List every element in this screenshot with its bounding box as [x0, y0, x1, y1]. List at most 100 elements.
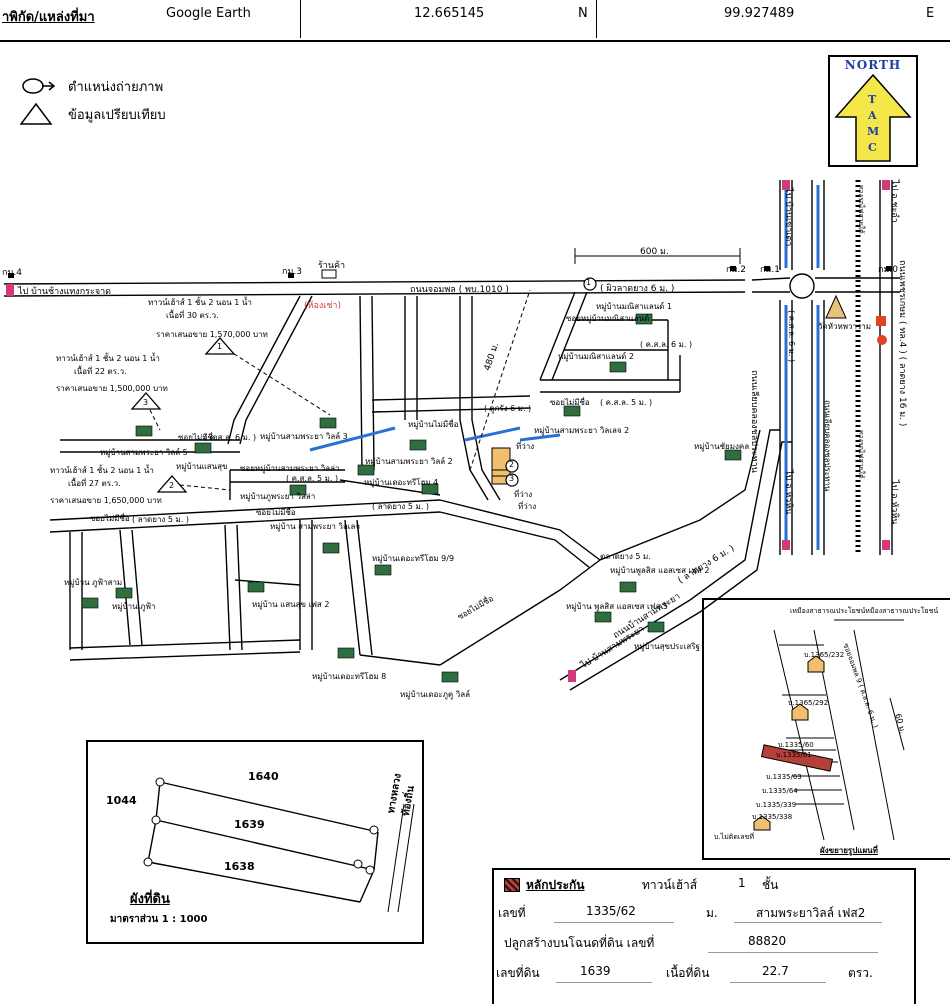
village-label: หมู่บ้าน ภูฟ้า [112, 602, 156, 611]
shop-label: ร้านค้า [318, 261, 346, 271]
roundabout [789, 273, 815, 299]
photo-marker-3 [505, 473, 519, 487]
north-letter-c: C [868, 141, 877, 154]
soi-noname-right: ซอยไม่มีชื่อ [550, 398, 590, 407]
comparable-2: ทาวน์เฮ้าส์ 1 ชั้น 2 นอน 1 น้ำ เนื้อที่ … [50, 464, 162, 507]
vacant-2: ที่ว่าง [514, 490, 533, 499]
deed-value: 88820 [748, 934, 787, 948]
north-letter-m: M [867, 125, 880, 138]
comparable-3-triangle [130, 392, 162, 410]
to-khao-tao-label: ไป บ้านเขาเตา [783, 188, 793, 247]
village-label: หมู่บ้าน ภูฟ้าสาม [64, 578, 123, 587]
road-main-label: ถนนจอมพล ( พบ.1010 ) [410, 285, 509, 295]
km4-label: กม.4 [2, 268, 22, 278]
to-bang-krachat-label: ไป บ้านช้างแทงกระจาด [18, 287, 111, 297]
soi-asphalt-5-label: ( ลาดยาง 5 ม. ) [372, 502, 429, 511]
village-icons [81, 313, 742, 683]
village-label: หมู่บ้านชัยมงคล [694, 442, 750, 451]
village-label: หมู่บ้านภูพระยา วิลล่า [240, 492, 316, 501]
land-no-label: เลขที่ดิน [496, 966, 540, 980]
underline [708, 934, 878, 953]
land-no-value: 1639 [580, 964, 611, 978]
plot-parcel-bot: 1638 [224, 860, 255, 873]
village-label: หมู่บ้านเดอะทรีโฮม 8 [312, 672, 387, 681]
inset-enlarged-map: เหมืองสาธารณประโยชน์หมืองสาธารณประโยชน์ … [702, 598, 950, 860]
legend-comparable: ข้อมูลเปรียบเทียบ [68, 108, 166, 123]
village-label: หมู่บ้านสามพระยา วิลล์ 3 [260, 432, 348, 441]
house-no-label: เลขที่ [498, 906, 526, 920]
inset-parcel: บ.1335/339 [756, 801, 797, 809]
area-value: 22.7 [762, 964, 789, 978]
longitude-cell: 99.927489 E [596, 0, 948, 38]
source-value: Google Earth [166, 6, 251, 21]
comparable-2-triangle [156, 475, 188, 493]
village-value: สามพระยาวิลล์ เฟส2 [756, 906, 866, 920]
km3-label: กม.3 [282, 267, 302, 277]
photo-marker-3-label: 3 [509, 474, 515, 483]
north-title: NORTH [844, 58, 902, 72]
inset-parcel: บ.1335/60 [778, 741, 814, 749]
vacant-1: ที่ว่าง [516, 442, 535, 451]
village-label: หมู่บ้านสามพระยา วิลเลจ 2 [534, 426, 630, 435]
km0-label: กม.0 [878, 265, 898, 275]
legend-photo-position: ตำแหน่งถ่ายภาพ [68, 80, 164, 95]
to-cha-am-label: ไป อ.ชะอำ [889, 180, 899, 223]
soi-manitsa-label: ซอยหมู่บ้านมณิสาแลนด์ [566, 314, 650, 323]
village-label: หมู่บ้านเดอะภูคู วิลล์ [400, 690, 471, 699]
plot-parcel-mid: 1639 [234, 818, 265, 831]
longitude-value: 99.927489 [724, 6, 795, 21]
photo-marker-2 [505, 459, 519, 473]
railway-label-bottom: ทางรถไฟสายใต้ [857, 430, 865, 479]
road-jomphon-top [3, 279, 746, 285]
comparable-2-line2: เนื้อที่ 27 ตร.ว. [68, 479, 121, 488]
land-plot-plan: 1640 1639 1638 1044 ทางหลวงท้องถิ่น ผังท… [86, 740, 424, 944]
railway-label-top: ทางรถไฟสายใต้ [857, 185, 865, 234]
comparable-1-line3: ราคาเสนอขาย 1,570,000 บาท [156, 330, 268, 339]
distance-600-label: 600 ม. [640, 247, 669, 257]
comparable-2-number: 2 [169, 481, 175, 490]
collateral-hatch-icon [504, 878, 520, 892]
source-label: าพิกัด/แหล่งที่มา [2, 10, 95, 25]
inset-road-top: เหมืองสาธารณประโยชน์หมืองสาธารณประโยชน์ [790, 607, 939, 615]
photo-position-icon [22, 78, 56, 94]
inset-parcel: บ.1335/61 [776, 751, 812, 759]
plot-title: ผังที่ดิน [130, 892, 170, 907]
soi-concrete-5-right: ( ค.ส.ล. 5 ม. ) [600, 398, 653, 407]
floors-unit: ชั้น [762, 878, 779, 892]
north-letter-t: T [868, 93, 877, 106]
north-arrow-icon [834, 73, 912, 162]
village-label: หมู่บ้านสามพระยา วิลล์ 2 [365, 457, 453, 466]
built-on-label: ปลูกสร้างบนโฉนดที่ดิน เลขที่ [504, 936, 655, 950]
latitude-value: 12.665145 [414, 6, 485, 21]
comparable-3-line1: ทาวน์เฮ้าส์ 1 ชั้น 2 นอน 1 น้ำ [56, 354, 160, 363]
road-jomphon-bottom [3, 291, 746, 297]
plot-scale: มาตราส่วน 1 : 1000 [110, 914, 208, 925]
village-label: หมู่บ้าน สามพระยา วิลเลจ [270, 522, 361, 531]
source-cell: าพิกัด/แหล่งที่มา Google Earth [0, 0, 301, 38]
canal-road-label-2: ถนนเลียบคลองชลประทาน [823, 400, 832, 492]
for-rent-label: (ห้องเช่า) [304, 301, 341, 311]
latitude-unit: N [578, 6, 588, 21]
collateral-label: หลักประกัน [526, 878, 585, 892]
info-row-type: หลักประกัน ทาวน์เฮ้าส์ 1 ชั้น [494, 876, 914, 902]
vacant-3: ที่ว่าง [518, 502, 537, 511]
floors-value: 1 [738, 876, 746, 890]
house-no-value: 1335/62 [586, 904, 636, 918]
north-letter-a: A [868, 109, 877, 122]
comparable-3-number: 3 [143, 398, 149, 407]
area-label: เนื้อที่ดิน [666, 966, 710, 980]
petchkasem-label: ถนนเพชรเกษม ( ทล.4 ) ( ลาดยาง 16 ม. ) [897, 260, 907, 427]
soi-noname-mid: ซอยไม่มีชื่อ [256, 508, 296, 517]
village-label: หมู่บ้าน พูลสิส แอสเซส เฟส 5 [566, 602, 668, 611]
comparable-1-number: 1 [217, 342, 223, 351]
header-bar: าพิกัด/แหล่งที่มา Google Earth 12.665145… [0, 0, 950, 42]
info-row-deed: ปลูกสร้างบนโฉนดที่ดิน เลขที่ 88820 [494, 934, 914, 960]
inset-parcel: บ.1335/338 [752, 813, 793, 821]
village-label: หมู่บ้านเดอะทรีโฮม 4 [364, 478, 439, 487]
photo-marker-1 [583, 277, 597, 291]
comparable-1-line2: เนื้อที่ 30 ตร.ว. [166, 311, 219, 320]
comparable-1-triangle [204, 337, 236, 355]
village-label: หมู่บ้านพูลสิส แอสเซส เฟส 2 [610, 566, 710, 575]
comparable-3-line2: เนื้อที่ 22 ตร.ว. [74, 367, 127, 376]
photo-marker-2-label: 2 [509, 460, 515, 469]
